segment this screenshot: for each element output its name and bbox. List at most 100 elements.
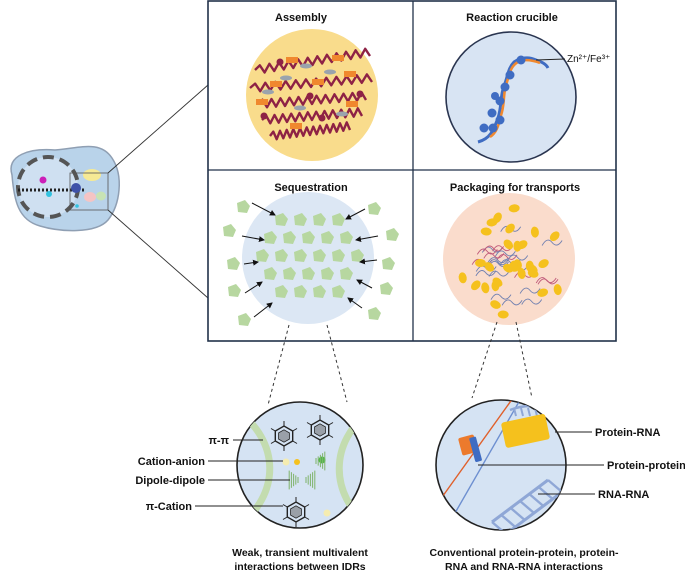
ladder-rung <box>537 486 554 500</box>
sequestered-client <box>332 285 345 298</box>
aromatic-ring-2-inner <box>314 423 326 437</box>
sequestered-client <box>313 213 326 226</box>
label-pi-pi: π-π <box>208 435 229 447</box>
sequestered-client <box>332 213 345 226</box>
sequestration-arrow <box>355 235 379 243</box>
sequestration-arrow <box>241 235 265 243</box>
zoom-line-bottom <box>107 209 209 299</box>
zoom-dash-left-1 <box>267 324 290 406</box>
cell-dot-small <box>75 204 79 208</box>
sequestered-client <box>302 267 315 280</box>
orange-protein <box>286 57 298 63</box>
fiber-strand <box>269 121 352 141</box>
rna-thread <box>490 293 512 300</box>
aromatic-ring-1-bond <box>292 428 298 432</box>
conventional-caption-line2: RNA and RNA-RNA interactions <box>445 561 603 573</box>
packaged-protein <box>553 284 562 296</box>
free-client <box>386 228 399 241</box>
aromatic-ring-3-inner <box>290 505 302 519</box>
fiber-strand <box>254 47 371 74</box>
label-cation-anion: Cation-anion <box>138 456 205 468</box>
packaged-protein <box>517 268 526 279</box>
sequestered-client <box>340 231 353 244</box>
zoom-dash-right-2 <box>515 321 533 399</box>
zoom-dash-left-2 <box>326 324 348 403</box>
rna-thread <box>541 239 563 246</box>
assembly-particles <box>256 55 364 129</box>
packaged-protein <box>490 300 501 309</box>
ladder-rung <box>547 479 563 493</box>
cell-illustration <box>10 145 120 232</box>
aromatic-ring-3-bond <box>282 516 288 520</box>
sequestered-client <box>294 213 307 226</box>
orange-protein <box>290 123 302 129</box>
zoom-dash-right-1 <box>471 321 498 399</box>
ladder-rung <box>491 521 507 530</box>
cell-dot-cyan <box>46 191 52 197</box>
reaction-title: Reaction crucible <box>466 12 558 24</box>
sequestration-arrow <box>244 281 263 294</box>
label-protein-protein: Protein-protein <box>607 460 685 472</box>
packaging-panel: Packaging for transports <box>443 182 580 325</box>
comb-tooth <box>527 407 531 417</box>
cell-zoom-box <box>69 172 109 211</box>
rna-thread <box>487 257 509 264</box>
ion-pointer <box>535 58 566 61</box>
sequestered-client <box>283 231 296 244</box>
packaged-protein <box>497 310 509 319</box>
aromatic-ring-2-bond <box>328 434 334 438</box>
protein-blue <box>469 436 482 462</box>
sequestration-arrow <box>347 297 363 309</box>
cell-dot-magenta <box>39 176 47 184</box>
sequestered-client <box>275 249 288 262</box>
free-client <box>238 313 251 326</box>
ladder-rung <box>528 493 545 507</box>
rna-thread <box>501 299 523 306</box>
fiber-strand <box>261 107 364 125</box>
free-client <box>223 224 236 237</box>
sequestered-client <box>283 267 296 280</box>
ion-beads <box>479 55 526 133</box>
ladder-rung <box>519 500 535 514</box>
weak-zoom-circle <box>236 401 364 529</box>
cell-droplet-green <box>96 191 106 201</box>
label-rna-rna: RNA-RNA <box>598 489 649 501</box>
packaged-protein <box>484 262 495 272</box>
sequestration-arrow <box>243 259 259 266</box>
packaged-protein <box>508 260 518 272</box>
orange-protein <box>344 71 356 77</box>
grey-protein <box>280 75 292 81</box>
conventional-caption-line1: Conventional protein-protein, protein- <box>430 547 619 559</box>
rna-rna-ladder <box>491 478 563 530</box>
sequestration-arrow <box>251 202 276 216</box>
sequestered-client <box>332 249 345 262</box>
packaged-protein <box>481 282 490 294</box>
packaged-protein <box>549 231 560 242</box>
label-protein-rna: Protein-RNA <box>595 427 660 439</box>
free-client <box>227 257 240 270</box>
comb-tooth <box>548 407 552 417</box>
aromatic-ring-1-inner <box>278 429 290 443</box>
rna-thread <box>483 252 505 259</box>
packaged-protein <box>505 223 515 234</box>
sequestered-client <box>313 249 326 262</box>
rna-thread <box>476 248 498 255</box>
comb-tooth <box>513 407 517 417</box>
sequestration-title: Sequestration <box>274 182 348 194</box>
aromatic-ring-2-bond <box>306 434 312 438</box>
orange-protein <box>332 55 344 61</box>
packaged-protein <box>471 280 481 291</box>
sequestered-client <box>340 267 353 280</box>
packaged-protein <box>513 240 522 252</box>
aromatic-rings <box>270 415 334 527</box>
packaged-protein <box>538 259 549 269</box>
pi-cation-dot <box>323 509 331 517</box>
rna-thread <box>488 270 510 277</box>
rna-thread <box>507 254 529 261</box>
maroon-bead <box>306 92 314 100</box>
packaged-protein <box>508 204 520 213</box>
free-client <box>228 284 241 297</box>
packaged-protein <box>492 277 503 287</box>
sequestered-client <box>321 231 334 244</box>
